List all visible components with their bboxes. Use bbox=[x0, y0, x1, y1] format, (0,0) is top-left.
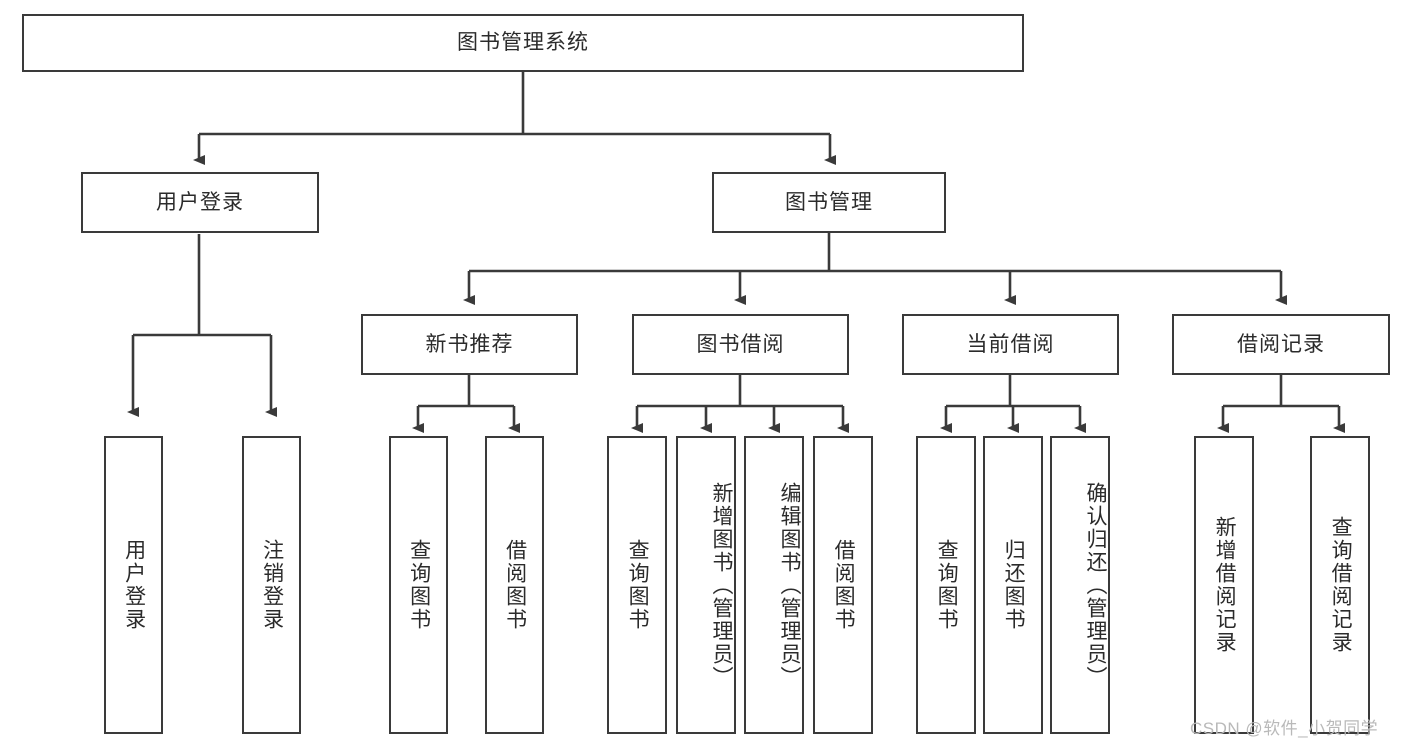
leaf-query-borrow-record[interactable]: 查询借阅记录 bbox=[1310, 436, 1370, 734]
node-new-book-recommend[interactable]: 新书推荐 bbox=[361, 314, 578, 375]
node-label: 借阅记录 bbox=[1237, 332, 1325, 356]
node-current-borrow[interactable]: 当前借阅 bbox=[902, 314, 1119, 375]
csdn-watermark: CSDN @软件_小贺同学 bbox=[1190, 719, 1379, 738]
node-label: 用户登录 bbox=[156, 190, 244, 214]
leaf-query-book-current[interactable]: 查询图书 bbox=[916, 436, 976, 734]
leaf-query-book-recommend[interactable]: 查询图书 bbox=[389, 436, 448, 734]
node-label: 查询借阅记录 bbox=[1329, 516, 1353, 654]
node-label: 借阅图书 bbox=[832, 539, 856, 631]
node-user-login[interactable]: 用户登录 bbox=[81, 172, 319, 233]
node-label: 注销登录 bbox=[260, 539, 284, 631]
leaf-borrow-book-recommend[interactable]: 借阅图书 bbox=[485, 436, 544, 734]
node-borrow-record[interactable]: 借阅记录 bbox=[1172, 314, 1390, 375]
node-label: 用户登录 bbox=[122, 539, 146, 631]
node-label: 当前借阅 bbox=[966, 332, 1055, 356]
node-book-borrow[interactable]: 图书借阅 bbox=[632, 314, 849, 375]
node-label: 新增图书（管理员） bbox=[710, 481, 733, 689]
node-label: 查询图书 bbox=[935, 539, 959, 631]
leaf-return-book[interactable]: 归还图书 bbox=[983, 436, 1043, 734]
node-label: 图书管理系统 bbox=[457, 31, 589, 55]
node-label: 查询图书 bbox=[407, 539, 431, 631]
node-label: 新增借阅记录 bbox=[1213, 516, 1237, 654]
node-label: 确认归还（管理员） bbox=[1084, 481, 1107, 689]
node-label: 借阅图书 bbox=[503, 539, 527, 631]
node-label: 新书推荐 bbox=[425, 332, 514, 356]
node-label: 图书借阅 bbox=[696, 332, 785, 356]
node-label: 归还图书 bbox=[1002, 539, 1026, 631]
node-label: 编辑图书（管理员） bbox=[778, 481, 801, 689]
leaf-user-logout[interactable]: 注销登录 bbox=[242, 436, 301, 734]
node-root-book-management-system[interactable]: 图书管理系统 bbox=[22, 14, 1024, 72]
leaf-borrow-book[interactable]: 借阅图书 bbox=[813, 436, 873, 734]
leaf-edit-book-admin[interactable]: 编辑图书（管理员） bbox=[744, 436, 804, 734]
leaf-user-login[interactable]: 用户登录 bbox=[104, 436, 163, 734]
node-book-management[interactable]: 图书管理 bbox=[712, 172, 946, 233]
node-label: 查询图书 bbox=[626, 539, 650, 631]
leaf-query-book-borrow[interactable]: 查询图书 bbox=[607, 436, 667, 734]
leaf-add-book-admin[interactable]: 新增图书（管理员） bbox=[676, 436, 736, 734]
node-label: 图书管理 bbox=[785, 190, 873, 214]
leaf-confirm-return-admin[interactable]: 确认归还（管理员） bbox=[1050, 436, 1110, 734]
leaf-add-borrow-record[interactable]: 新增借阅记录 bbox=[1194, 436, 1254, 734]
